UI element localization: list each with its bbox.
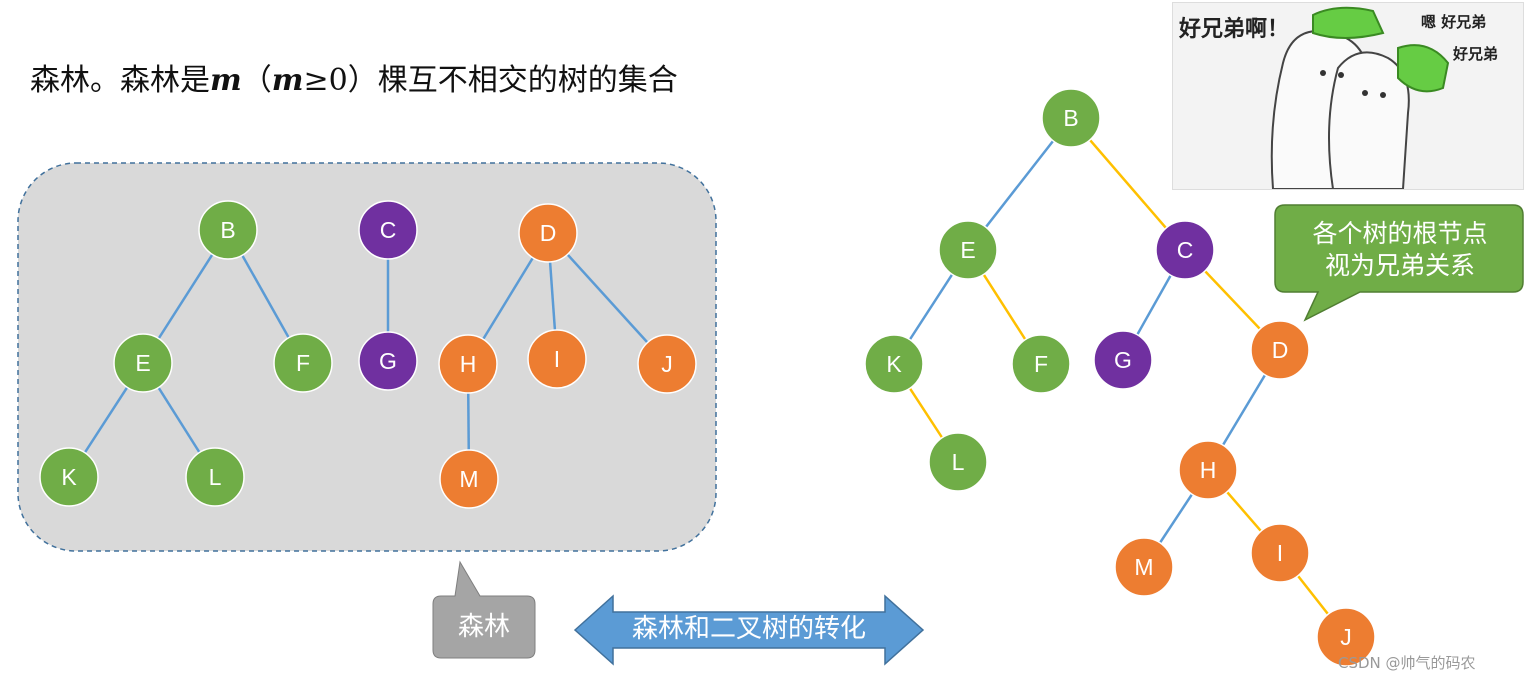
bt-node-label: I	[1277, 540, 1283, 566]
title-text: 森林。森林是	[30, 63, 210, 98]
arrow-label: 森林和二叉树的转化	[631, 614, 866, 644]
forest-node-circle	[273, 333, 333, 393]
forest-label: 森林	[457, 612, 510, 642]
forest-node-label: M	[459, 466, 478, 492]
bt-node-f: F	[1011, 334, 1071, 394]
double-arrow	[573, 594, 925, 666]
forest-node-label: G	[379, 348, 397, 374]
bt-node-label: L	[952, 449, 965, 475]
forest-node-circle	[637, 334, 697, 394]
bt-node-h: H	[1178, 440, 1238, 500]
forest-node-m: M	[439, 449, 499, 509]
forest-node-label: J	[661, 351, 673, 377]
bt-node-circle	[864, 334, 924, 394]
title-variable-m: m	[210, 63, 242, 98]
bt-node-circle	[1178, 440, 1238, 500]
forest-node-circle	[439, 449, 499, 509]
page-title: 森林。森林是m（m≥0）棵互不相交的树的集合	[30, 55, 678, 99]
bt-node-label: H	[1200, 457, 1217, 483]
forest-node-circle	[518, 203, 578, 263]
bt-node-l: L	[928, 432, 988, 492]
forest-node-circle	[527, 329, 587, 389]
bt-node-label: D	[1272, 337, 1289, 363]
bt-node-circle	[1093, 330, 1153, 390]
bt-node-d: D	[1250, 320, 1310, 380]
bt-node-circle	[938, 220, 998, 280]
meme-drawing	[1270, 6, 1450, 189]
bt-node-j: J	[1316, 607, 1376, 667]
bt-node-circle	[1155, 220, 1215, 280]
forest-node-label: H	[460, 351, 477, 377]
forest-node-e: E	[113, 333, 173, 393]
forest-node-label: I	[554, 346, 560, 372]
forest-node-label: K	[61, 464, 77, 490]
credit-watermark: CSDN @帅气的码农	[1338, 654, 1476, 672]
bt-node-b: B	[1041, 88, 1101, 148]
bt-node-label: K	[886, 351, 902, 377]
bt-node-circle	[1316, 607, 1376, 667]
forest-node-g: G	[358, 331, 418, 391]
forest-node-circle	[113, 333, 173, 393]
bt-node-circle	[1114, 537, 1174, 597]
forest-nodes: B E F K L C G D H I J M	[39, 200, 697, 509]
bt-node-c: C	[1155, 220, 1215, 280]
meme-text-right-2: 好兄弟	[1453, 45, 1499, 63]
title-variable-m2: m	[271, 63, 304, 98]
forest-node-label: E	[135, 350, 150, 376]
forest-node-c: C	[358, 200, 418, 260]
forest-node-circle	[198, 200, 258, 260]
forest-node-label: F	[296, 350, 310, 376]
forest-node-circle	[438, 334, 498, 394]
forest-node-b: B	[198, 200, 258, 260]
bt-node-label: B	[1063, 105, 1078, 131]
forest-node-circle	[185, 447, 245, 507]
meme-text-right-1: 嗯 好兄弟	[1421, 13, 1487, 31]
bt-node-label: J	[1340, 624, 1352, 650]
forest-label-shape	[432, 560, 536, 659]
bt-node-circle	[1250, 523, 1310, 583]
forest-node-circle	[358, 331, 418, 391]
forest-node-circle	[358, 200, 418, 260]
forest-node-i: I	[527, 329, 587, 389]
forest-node-label: L	[209, 464, 222, 490]
title-text-end: ≥0）棵互不相交的树的集合	[303, 63, 678, 98]
forest-node-j: J	[637, 334, 697, 394]
bt-node-m: M	[1114, 537, 1174, 597]
forest-node-circle	[39, 447, 99, 507]
bt-node-g: G	[1093, 330, 1153, 390]
forest-node-l: L	[185, 447, 245, 507]
bt-node-circle	[1011, 334, 1071, 394]
forest-node-label: B	[220, 217, 235, 243]
callout-text: 各个树的根节点 视为兄弟关系	[1312, 219, 1488, 280]
bt-node-label: M	[1134, 554, 1153, 580]
bt-node-k: K	[864, 334, 924, 394]
bt-node-label: F	[1034, 351, 1048, 377]
bt-node-label: G	[1114, 347, 1132, 373]
forest-node-d: D	[518, 203, 578, 263]
bt-node-i: I	[1250, 523, 1310, 583]
bt-node-circle	[1041, 88, 1101, 148]
bt-node-label: C	[1177, 237, 1194, 263]
binary-tree-nodes: B E C K F G D L H M I J	[864, 88, 1376, 667]
forest-node-k: K	[39, 447, 99, 507]
forest-node-f: F	[273, 333, 333, 393]
bt-node-e: E	[938, 220, 998, 280]
bt-node-circle	[1250, 320, 1310, 380]
bt-node-circle	[928, 432, 988, 492]
title-paren: （	[241, 63, 272, 98]
meme-text-left: 好兄弟啊！	[1179, 17, 1290, 42]
forest-node-label: D	[540, 220, 557, 246]
bt-node-label: E	[960, 237, 975, 263]
meme-image: 好兄弟啊！ 嗯 好兄弟 好兄弟	[1172, 2, 1524, 190]
callout-shape	[1274, 204, 1524, 322]
forest-node-h: H	[438, 334, 498, 394]
forest-node-label: C	[380, 217, 397, 243]
